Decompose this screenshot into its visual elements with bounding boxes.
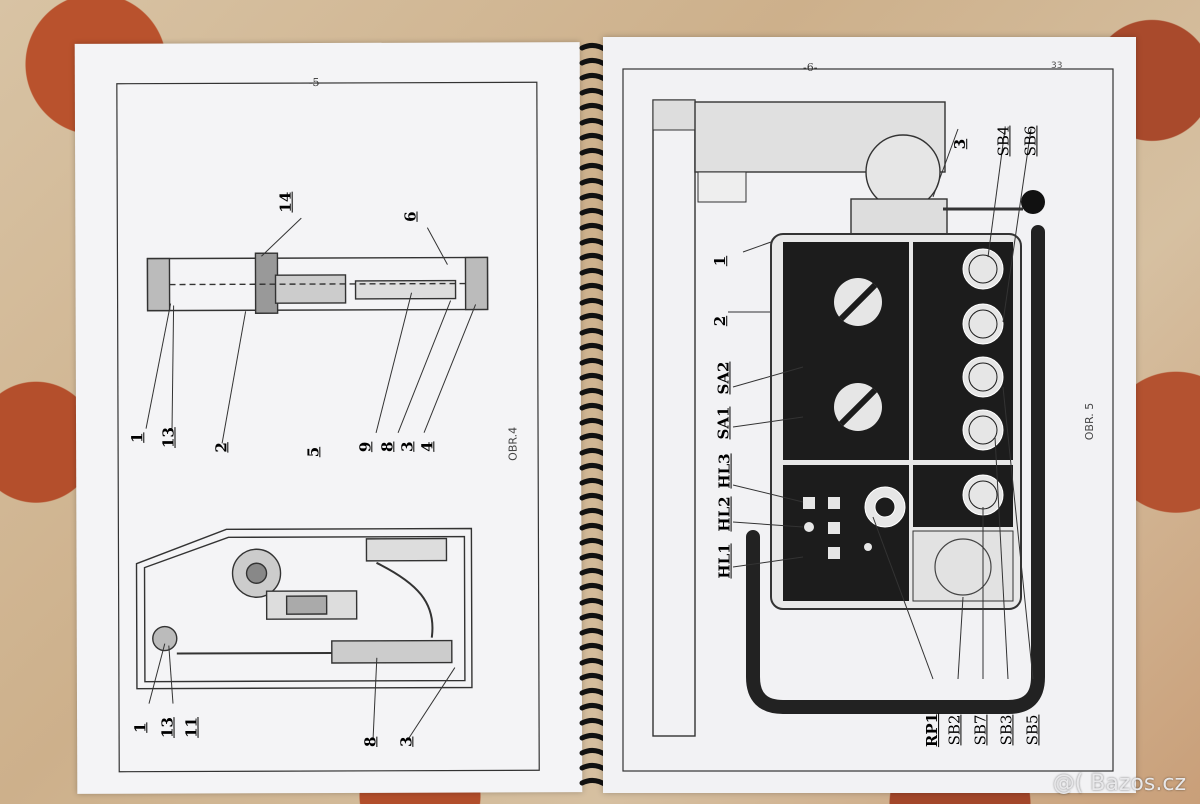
callout-sb2: SB2	[945, 714, 964, 746]
callout-13: 13	[159, 427, 178, 449]
page-number: -6-	[803, 61, 818, 74]
callout-3: 3	[398, 441, 417, 452]
callout-8-lower: 8	[361, 736, 380, 748]
callout-1-lower: 1	[131, 722, 150, 733]
callout-3: 3	[951, 138, 970, 150]
callout-sb3: SB3	[997, 714, 1016, 746]
callout-hl1: HL1	[715, 543, 734, 579]
callout-sb6: SB6	[1021, 125, 1040, 157]
callout-8: 8	[378, 441, 397, 453]
callout-2: 2	[212, 442, 231, 453]
callout-11-lower: 11	[182, 717, 201, 738]
callout-4: 4	[418, 441, 437, 452]
callout-2: 2	[711, 315, 730, 327]
callout-14: 14	[276, 191, 295, 213]
obr5-control-panel-drawing	[622, 68, 1114, 772]
page-number: -5-	[308, 76, 324, 90]
callout-5: 5	[304, 446, 323, 458]
figure-label: OBR. 5	[1083, 402, 1097, 441]
callout-13-lower: 13	[158, 717, 177, 739]
callout-6: 6	[401, 211, 420, 222]
callout-hl3: HL3	[715, 453, 734, 489]
figure-label: OBR.4	[506, 426, 520, 461]
callout-hl2: HL2	[715, 496, 734, 532]
obr4-technical-drawing	[116, 81, 540, 773]
callout-sb4: SB4	[994, 125, 1013, 157]
left-manual-page: -5- 14 6 1 13 2 5 9 8 3 4 OBR.4 1 13 11 …	[74, 42, 583, 794]
callout-1: 1	[711, 255, 730, 267]
watermark-text: @( Bazos.cz	[1052, 771, 1186, 796]
callout-3-lower: 3	[397, 736, 416, 747]
callout-sa2: SA2	[714, 361, 733, 395]
callout-sb7: SB7	[971, 714, 990, 746]
callout-sa1: SA1	[714, 406, 733, 440]
callout-rp1: RP1	[923, 712, 942, 748]
right-manual-page: -6- 33 1 2 SA2 SA1 HL3 HL2 HL1 3 SB4 SB6…	[603, 37, 1136, 793]
callout-1: 1	[128, 432, 147, 443]
callout-9: 9	[356, 441, 375, 453]
corner-note: 33	[1051, 61, 1063, 71]
callout-sb5: SB5	[1023, 714, 1042, 746]
